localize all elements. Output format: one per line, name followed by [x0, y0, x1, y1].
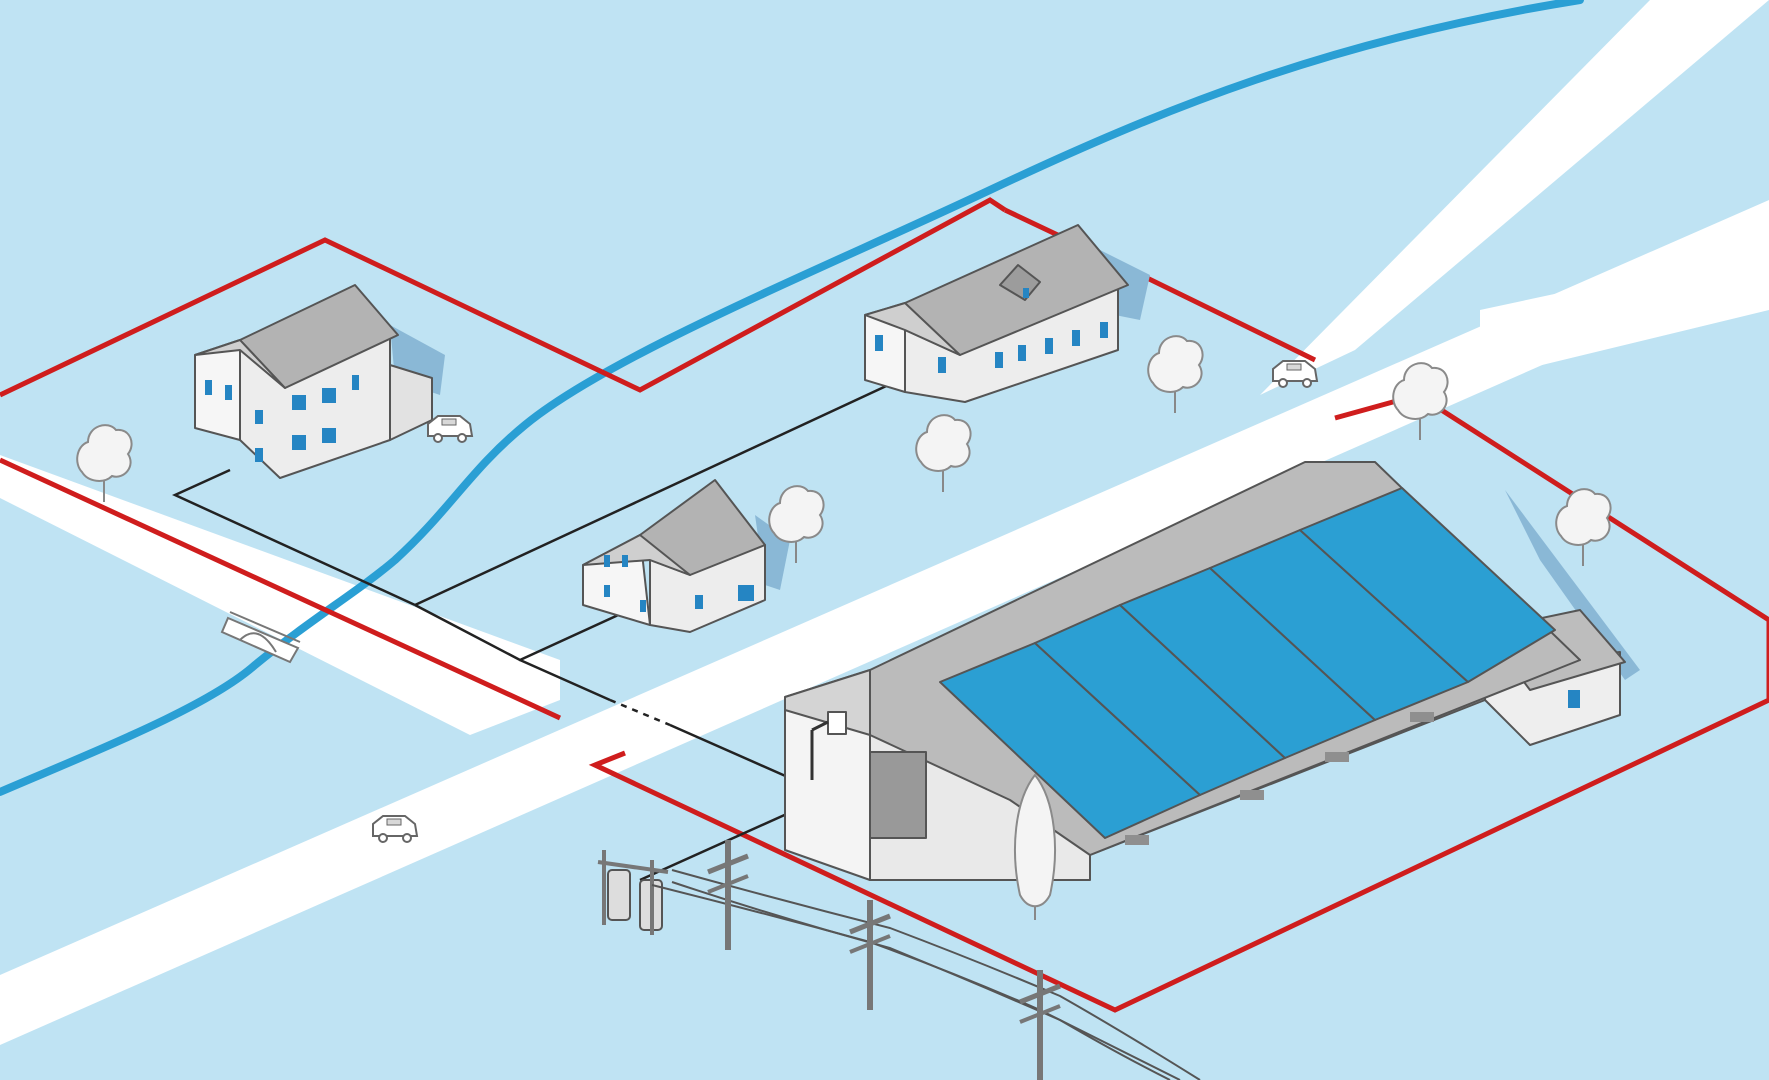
cable-house-1 [171, 468, 416, 607]
boundary-west-lower [0, 457, 562, 721]
transformer [597, 850, 669, 935]
north-road [1260, 0, 1769, 395]
house-left [194, 284, 445, 479]
house-top [864, 224, 1150, 403]
boundary-west-parcel [0, 197, 1007, 398]
barn [784, 461, 1640, 881]
barn-door [869, 751, 927, 839]
trees [76, 335, 1612, 920]
bridge [220, 611, 301, 664]
cable-to-barn [519, 658, 611, 702]
house-middle-windows [604, 555, 754, 612]
house-top-dormer [999, 264, 1041, 301]
main-road [0, 200, 1769, 1045]
house-middle [582, 479, 790, 633]
barn-vents [1125, 712, 1434, 845]
barn-roof-edge [784, 669, 871, 736]
meter-box [810, 711, 847, 780]
house-top-roof-edge [864, 302, 961, 356]
barn-windows [1568, 690, 1580, 708]
solar-panel [1299, 487, 1556, 683]
house-left-windows [205, 375, 359, 462]
house-top-windows [875, 288, 1108, 373]
barn-shadow [1505, 490, 1640, 680]
river [0, 0, 1584, 796]
tree [1014, 773, 1056, 920]
cable-house-2 [414, 373, 911, 607]
east-road-branch [1480, 248, 1769, 380]
solar-panels [939, 487, 1556, 839]
transformer-unit [607, 869, 631, 921]
power-lines [651, 869, 1201, 1080]
house-left-roof-edge [194, 339, 286, 389]
